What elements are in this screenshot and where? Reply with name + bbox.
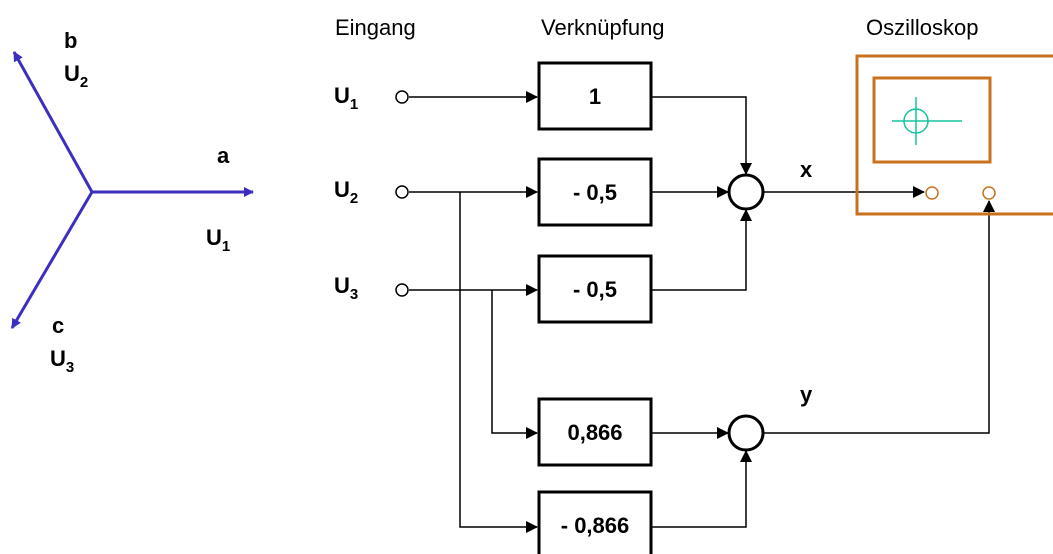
phasor-c-label: U3 [50,346,74,376]
phasor-a-letter: a [217,143,230,168]
phasor-b-arrow [12,51,94,193]
phasor-c-arrow [10,191,94,329]
oscilloscope-y-input [982,186,996,200]
crosshair-icon [892,97,962,145]
wire-u2-g5 [459,192,538,533]
gain-block-1: 1 [537,61,653,131]
oscilloscope [855,54,1053,216]
phasor-star: b U2 a U1 c U3 [10,28,254,376]
oscilloscope-x-input [925,186,939,200]
gain-block-4: 0,866 [537,397,653,467]
phasor-b-letter: b [64,28,77,53]
gain-block-3-value: - 0,5 [573,277,617,302]
header-oscilloscope: Oszilloskop [866,15,978,40]
wiring [409,91,995,533]
input-u2-terminal [395,185,409,199]
oscilloscope-screen [872,76,992,164]
wire-g5-sumy [651,450,752,528]
wire-g1-sumx [651,96,752,175]
gain-block-2: - 0,5 [537,157,653,227]
output-x-label: x [800,157,813,182]
wire-y-oscilloscope [764,200,995,434]
phasor-c-letter: c [52,313,64,338]
gain-block-5-value: - 0,866 [561,513,630,538]
wire-u3-g4 [491,290,538,439]
gain-block-2-value: - 0,5 [573,180,617,205]
header-input: Eingang [335,15,416,40]
input-u1-label: U1 [334,83,358,113]
phasor-b-label: U2 [64,61,88,91]
gain-block-5: - 0,866 [537,490,653,554]
header-combination: Verknüpfung [541,15,665,40]
input-u3-label: U3 [334,273,358,303]
input-u3-terminal [395,283,409,297]
oscilloscope-frame [855,54,1053,216]
phasor-a-label: U1 [206,225,230,255]
sum-junction-x [727,173,765,211]
input-u1-terminal [395,90,409,104]
gain-block-1-value: 1 [589,84,601,109]
gain-block-3: - 0,5 [537,254,653,324]
input-u2-label: U2 [334,177,358,207]
wire-g3-sumx [651,209,752,291]
gain-block-4-value: 0,866 [567,420,622,445]
sum-junction-y [727,414,765,452]
output-y-label: y [800,382,813,407]
